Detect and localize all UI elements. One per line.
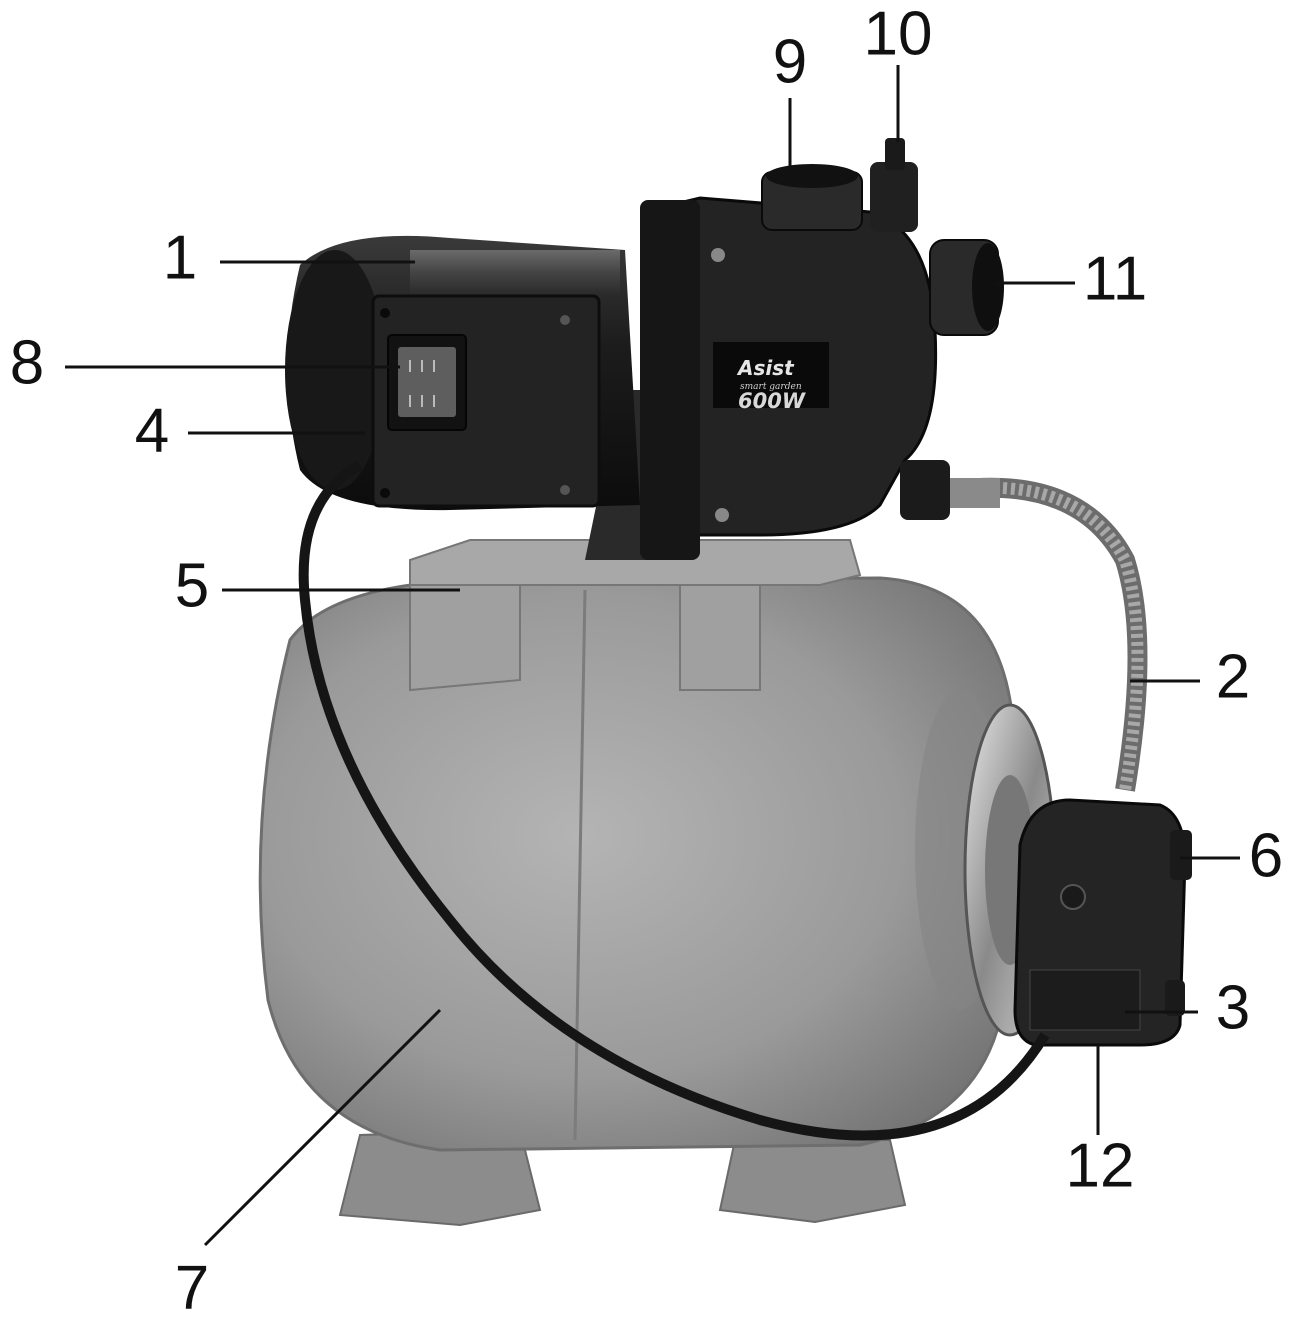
power-switch[interactable] bbox=[387, 334, 467, 431]
brand-label: Asist smart garden 600W bbox=[713, 342, 829, 413]
callout-2: 2 bbox=[1216, 642, 1250, 711]
callout-5: 5 bbox=[175, 551, 209, 620]
callout-1: 1 bbox=[163, 223, 197, 292]
callout-12: 12 bbox=[1066, 1131, 1135, 1200]
pressure-switch bbox=[1013, 798, 1192, 1047]
callout-6: 6 bbox=[1249, 821, 1283, 890]
callout-9: 9 bbox=[773, 27, 807, 96]
braided-hose bbox=[950, 477, 1148, 792]
callout-labels: 1 2 3 4 5 6 7 8 9 10 11 12 bbox=[10, 0, 1283, 1322]
brand-name: Asist bbox=[736, 356, 795, 380]
drain-port bbox=[900, 460, 950, 520]
pump-housing bbox=[640, 196, 938, 560]
callout-8: 8 bbox=[10, 328, 44, 397]
power-rating: 600W bbox=[738, 389, 806, 413]
leader-line-7 bbox=[203, 1008, 442, 1247]
callout-10: 10 bbox=[864, 0, 933, 68]
callout-3: 3 bbox=[1216, 973, 1250, 1042]
filler-plug bbox=[870, 138, 918, 232]
mounting-bracket bbox=[409, 539, 862, 692]
callout-7: 7 bbox=[175, 1253, 209, 1322]
water-inlet-port bbox=[761, 164, 863, 231]
pressure-tank bbox=[258, 576, 1025, 1152]
callout-4: 4 bbox=[135, 396, 169, 465]
tank-feet bbox=[338, 1128, 907, 1227]
leader-lines bbox=[65, 65, 1240, 1247]
callout-11: 11 bbox=[1083, 244, 1147, 313]
outlet-port bbox=[929, 239, 1004, 336]
brand-tagline: smart garden bbox=[740, 382, 802, 392]
